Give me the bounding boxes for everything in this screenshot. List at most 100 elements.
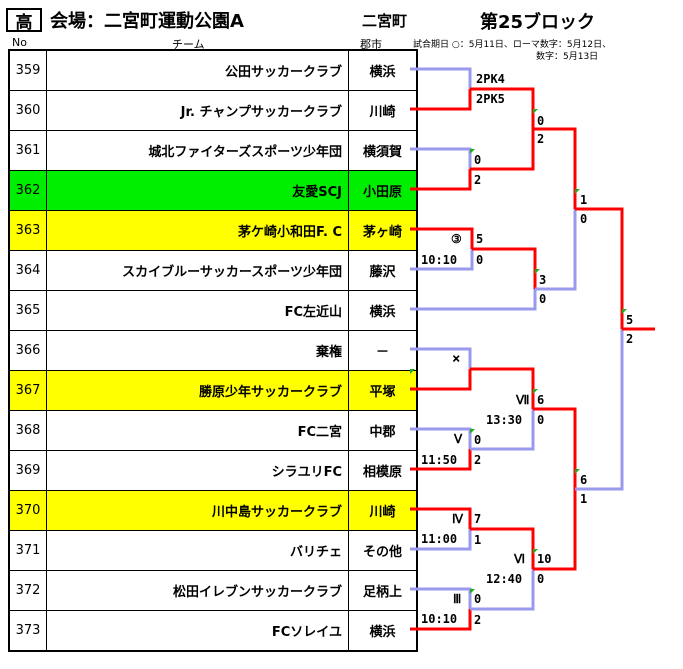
team-name: FCソレイユ: [46, 610, 349, 652]
match-marker: [470, 589, 475, 594]
team-number: 363: [8, 210, 47, 251]
score: 2: [474, 453, 482, 467]
team-city: 川崎: [348, 490, 418, 531]
team-city: 茅ヶ崎: [348, 210, 418, 251]
team-city: －: [348, 330, 418, 371]
bracket-line: [470, 527, 535, 569]
score: 2: [626, 332, 634, 346]
score: 7: [474, 512, 482, 526]
score: 0: [474, 433, 482, 447]
team-number: 359: [8, 49, 47, 91]
score: 6: [537, 393, 545, 407]
bracket-line: [470, 569, 535, 611]
team-name: 城北ファイターズスポーツ少年団: [46, 130, 349, 171]
team-name: 棄権: [46, 330, 349, 371]
team-name: バリチェ: [46, 530, 349, 571]
score: 2PK5: [476, 92, 505, 106]
match-time: 12:40: [486, 572, 523, 586]
score: 2: [537, 132, 545, 146]
score: 6: [580, 473, 588, 487]
bracket-line: [533, 489, 577, 571]
match-number: Ⅲ: [453, 592, 462, 606]
team-name: スカイブルーサッカースポーツ少年団: [46, 250, 349, 291]
match-marker: [575, 469, 580, 474]
bracket-line: [533, 407, 577, 489]
team-name: 友愛SCJ: [46, 170, 349, 211]
score: 2: [474, 613, 482, 627]
score: 10: [537, 552, 552, 566]
team-number: 370: [8, 490, 47, 531]
match-number: Ⅵ: [514, 552, 526, 566]
team-name: FC二宮: [46, 410, 349, 451]
team-city: 相模原: [348, 450, 418, 491]
bracket-line: [410, 529, 472, 551]
match-marker: [535, 269, 540, 274]
bracket-line: [410, 609, 472, 631]
score: 1: [474, 533, 482, 547]
team-number: 372: [8, 570, 47, 611]
match-marker: [533, 389, 538, 394]
score: 0: [537, 572, 545, 586]
bracket-line: [472, 247, 537, 289]
match-marker: [622, 309, 627, 314]
team-name: シラユリFC: [46, 450, 349, 491]
team-name: 松田イレブンサッカークラブ: [46, 570, 349, 611]
dates-note-line2: 数字：5月13日: [536, 52, 599, 62]
team-name: Jr. チャンプサッカークラブ: [46, 90, 349, 131]
match-marker: [470, 149, 475, 154]
bracket-line: [410, 347, 472, 369]
bracket-line: [470, 409, 535, 451]
match-number: Ⅶ: [516, 393, 530, 407]
column-header-city: 郡市: [360, 38, 382, 51]
match-time: 10:10: [421, 612, 458, 626]
match-marker: [575, 189, 580, 194]
score: 0: [580, 212, 588, 226]
bracket-line: [410, 89, 472, 111]
score: 2: [474, 173, 482, 187]
match-time: 11:50: [421, 453, 458, 467]
block-title: 第25ブロック: [480, 12, 596, 33]
bracket-line: [410, 169, 472, 191]
match-marker: [410, 369, 415, 374]
match-number: ③: [451, 232, 462, 246]
team-number: 373: [8, 610, 47, 652]
team-number: 371: [8, 530, 47, 571]
team-city: 小田原: [348, 170, 418, 211]
team-number: 365: [8, 290, 47, 331]
bracket-line: [410, 67, 472, 89]
bracket-line: [410, 449, 472, 471]
category-badge: 高: [6, 8, 42, 33]
bracket-line: [410, 507, 472, 529]
walkover-mark: ×: [452, 351, 461, 367]
match-number: Ⅴ: [454, 432, 463, 446]
bracket-line: [410, 249, 474, 271]
team-city: 横浜: [348, 610, 418, 652]
bracket-line: [410, 227, 474, 249]
team-city: 横須賀: [348, 130, 418, 171]
team-number: 369: [8, 450, 47, 491]
match-time: 13:30: [486, 413, 523, 427]
dates-note-line1: 試合期日 ○：5月11日、ローマ数字：5月12日、: [413, 40, 612, 50]
column-header-no: No: [12, 36, 27, 49]
score: 0: [539, 292, 547, 306]
bracket-line: [575, 207, 624, 329]
bracket-line: [470, 87, 535, 129]
team-city: 足柄上: [348, 570, 418, 611]
score: 2PK4: [476, 72, 505, 86]
team-city: 横浜: [348, 290, 418, 331]
match-number: Ⅳ: [452, 512, 464, 526]
score: 1: [580, 492, 588, 506]
score: 0: [474, 592, 482, 606]
